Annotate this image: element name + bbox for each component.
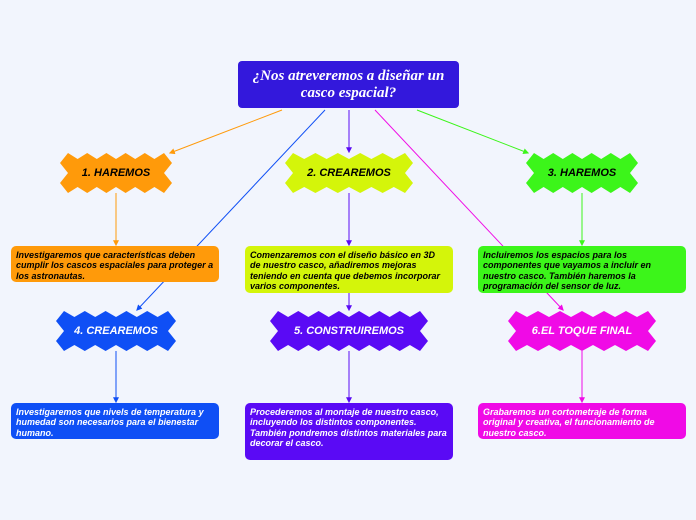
star-node-2-crearemos[interactable]: 2. CREAREMOS bbox=[285, 153, 413, 193]
star-label: 2. CREAREMOS bbox=[307, 167, 391, 179]
connector-root-s1 bbox=[168, 109, 283, 155]
star-shape bbox=[508, 311, 656, 351]
star-node-6-toque-final[interactable]: 6.EL TOQUE FINAL bbox=[508, 311, 656, 351]
star-shape bbox=[270, 311, 428, 351]
topic-box-2[interactable]: Comenzaremos con el diseño básico en 3D … bbox=[245, 246, 453, 293]
star-shape bbox=[60, 153, 172, 193]
star-shape bbox=[285, 153, 413, 193]
star-node-4-crearemos[interactable]: 4. CREAREMOS bbox=[56, 311, 176, 351]
star-shape bbox=[526, 153, 638, 193]
star-label: 6.EL TOQUE FINAL bbox=[531, 325, 633, 337]
star-label: 3. HAREMOS bbox=[547, 167, 617, 179]
topic-box-6[interactable]: Grabaremos un cortometraje de forma orig… bbox=[478, 403, 686, 439]
root-topic[interactable]: ¿Nos atreveremos a diseñar un casco espa… bbox=[238, 61, 459, 108]
star-node-5-construiremos[interactable]: 5. CONSTRUIREMOS bbox=[270, 311, 428, 351]
topic-box-5[interactable]: Procederemos al montaje de nuestro casco… bbox=[245, 403, 453, 460]
connector-root-s3 bbox=[416, 109, 530, 155]
star-node-1-haremos[interactable]: 1. HAREMOS bbox=[60, 153, 172, 193]
star-label: 4. CREAREMOS bbox=[74, 325, 158, 337]
star-label: 1. HAREMOS bbox=[81, 167, 151, 179]
topic-box-1[interactable]: Investigaremos que características deben… bbox=[11, 246, 219, 282]
topic-box-4[interactable]: Investigaremos que nivels de temperatura… bbox=[11, 403, 219, 439]
star-node-3-haremos[interactable]: 3. HAREMOS bbox=[526, 153, 638, 193]
star-label: 5. CONSTRUIREMOS bbox=[293, 325, 404, 337]
star-shape bbox=[56, 311, 176, 351]
topic-box-3[interactable]: Incluiremos los espacios para los compon… bbox=[478, 246, 686, 293]
